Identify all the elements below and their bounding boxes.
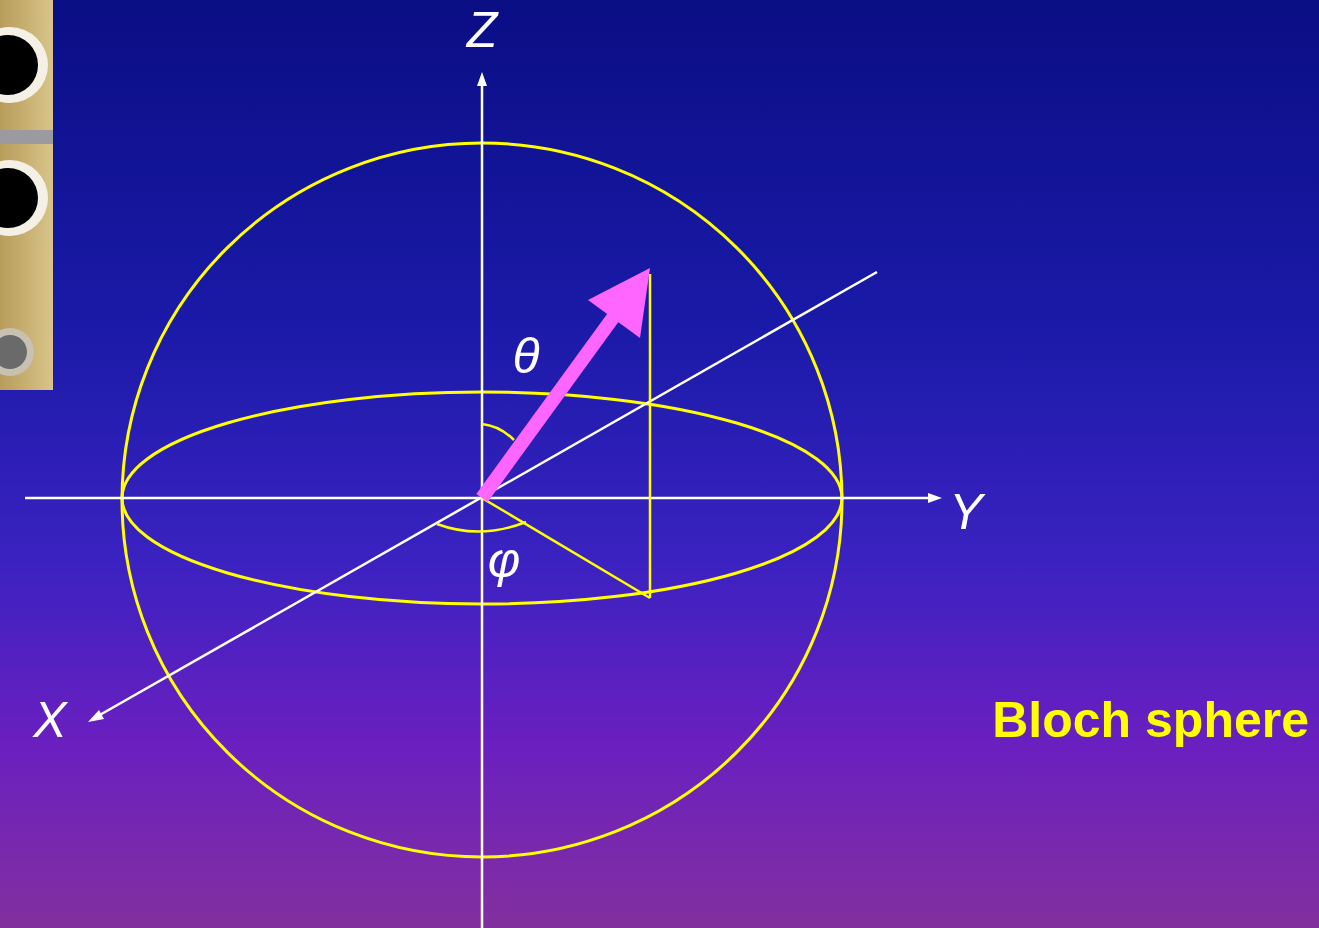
axis-label: Z <box>467 5 498 55</box>
projection-lines <box>437 274 650 598</box>
axis-label: Y <box>949 487 982 537</box>
diagram-title: Bloch sphere <box>992 695 1309 745</box>
chip-photo <box>0 0 53 390</box>
axes <box>25 72 942 928</box>
angle-label: φ <box>488 535 521 585</box>
state-vector-arrow <box>482 268 650 498</box>
axis-label: X <box>33 695 66 745</box>
angle-label: θ <box>512 331 539 381</box>
